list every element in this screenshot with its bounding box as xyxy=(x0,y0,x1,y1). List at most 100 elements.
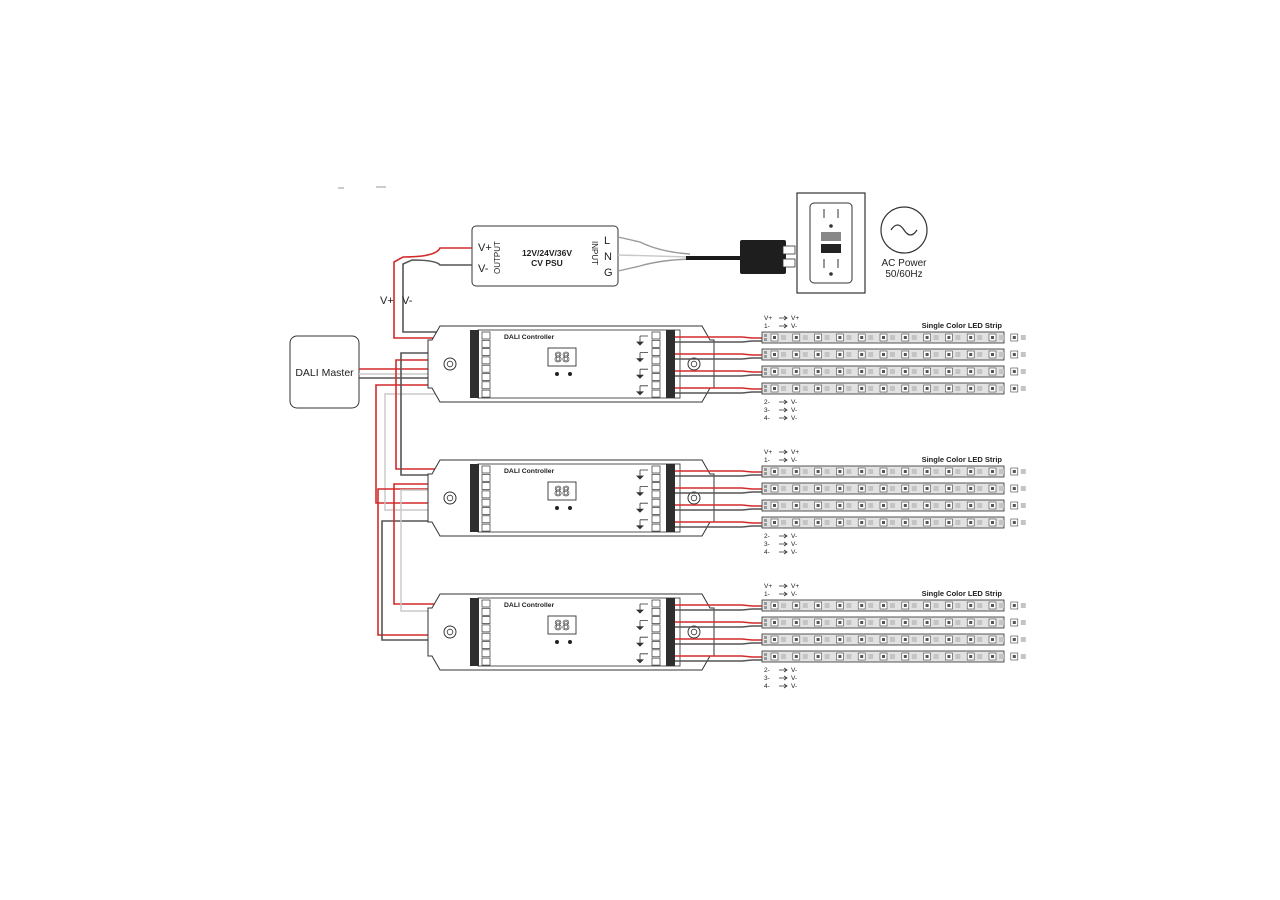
terminal-block-left xyxy=(470,464,479,532)
strip-positive-wire xyxy=(675,353,762,356)
arrow-right-icon xyxy=(779,323,788,329)
bus-wire xyxy=(377,488,470,636)
input-terminal xyxy=(481,331,491,340)
strip-positive-wire xyxy=(675,655,762,658)
legend-from: V+ xyxy=(764,315,772,322)
control-button[interactable] xyxy=(568,640,572,644)
arrow-right-icon xyxy=(779,583,788,589)
strip-positive-wire xyxy=(675,621,762,624)
output-terminal xyxy=(651,624,661,633)
control-button[interactable] xyxy=(555,640,559,644)
psu-input-label: INPUT xyxy=(590,241,599,265)
strip-negative-wire xyxy=(675,374,762,377)
legend-to: V- xyxy=(791,667,797,674)
psu-in-l: L xyxy=(604,235,610,247)
strip-negative-wire xyxy=(675,340,762,343)
input-terminal xyxy=(481,498,491,507)
controller-title: DALI Controller xyxy=(504,468,555,475)
strip-positive-wire xyxy=(675,638,762,641)
input-terminal xyxy=(481,649,491,658)
arrow-right-icon xyxy=(779,541,788,547)
input-terminal xyxy=(481,641,491,649)
legend-from: 4- xyxy=(764,683,770,690)
arrow-right-icon xyxy=(779,549,788,555)
input-terminal xyxy=(481,624,491,633)
led-strip-group: Single Color LED StripV+V+1-V-2-V-3-V-4-… xyxy=(761,583,1026,690)
controller-title: DALI Controller xyxy=(504,602,555,609)
legend-to: V- xyxy=(791,415,797,422)
psu-title-line2: CV PSU xyxy=(531,258,563,268)
legend-from: 2- xyxy=(764,667,770,674)
strip-negative-wire xyxy=(675,491,762,494)
strip-negative-wire xyxy=(675,642,762,645)
ac-power-line2: 50/60Hz xyxy=(885,269,922,280)
control-button[interactable] xyxy=(555,506,559,510)
output-terminal xyxy=(651,649,661,658)
arrow-right-icon xyxy=(779,667,788,673)
psu-box xyxy=(471,225,619,287)
output-terminal xyxy=(651,657,661,666)
legend-from: 1- xyxy=(764,323,770,330)
strip-positive-wire xyxy=(675,470,762,473)
terminal-block-left xyxy=(470,330,479,398)
arrow-right-icon xyxy=(779,533,788,539)
legend-from: 3- xyxy=(764,541,770,548)
psu-out-pos: V+ xyxy=(478,242,492,254)
psu-output-label: OUTPUT xyxy=(493,241,502,274)
control-button[interactable] xyxy=(555,372,559,376)
terminal-block-right xyxy=(666,330,675,398)
output-terminal xyxy=(651,507,661,515)
legend-from: 1- xyxy=(764,591,770,598)
control-button[interactable] xyxy=(568,506,572,510)
psu-title-line1: 12V/24V/36V xyxy=(522,248,572,258)
strip-negative-wire xyxy=(675,625,762,628)
control-button[interactable] xyxy=(568,372,572,376)
psu-out-neg: V- xyxy=(478,263,489,275)
legend-to: V- xyxy=(791,549,797,556)
input-terminal xyxy=(481,389,491,398)
legend-from: V+ xyxy=(764,583,772,590)
arrow-right-icon xyxy=(779,683,788,689)
strip-positive-wire xyxy=(675,336,762,339)
arrow-right-icon xyxy=(779,457,788,463)
strip-title: Single Color LED Strip xyxy=(922,589,1003,598)
legend-to: V- xyxy=(791,541,797,548)
input-terminal xyxy=(481,490,491,499)
input-terminal xyxy=(481,515,491,524)
legend-from: 3- xyxy=(764,675,770,682)
arrow-right-icon xyxy=(779,315,788,321)
strip-positive-wire xyxy=(675,521,762,524)
led-strip-group: Single Color LED StripV+V+1-V-2-V-3-V-4-… xyxy=(761,315,1026,422)
input-terminal xyxy=(481,364,491,373)
output-terminal xyxy=(651,465,661,474)
output-terminal xyxy=(651,381,661,390)
input-terminal xyxy=(481,373,491,381)
output-terminal xyxy=(651,599,661,608)
output-terminal xyxy=(651,641,661,649)
seven-segment-display-icon xyxy=(547,481,577,501)
input-terminal xyxy=(481,381,491,390)
output-terminal xyxy=(651,356,661,365)
legend-to: V- xyxy=(791,457,797,464)
legend-from: 2- xyxy=(764,533,770,540)
strip-negative-wire xyxy=(675,659,762,662)
psu-in-n: N xyxy=(604,251,612,263)
input-terminal xyxy=(481,632,491,641)
strip-positive-wire xyxy=(675,370,762,373)
legend-from: 2- xyxy=(764,399,770,406)
psu-input-wires xyxy=(617,236,740,272)
input-terminal xyxy=(481,523,491,532)
controller-panel xyxy=(477,597,681,667)
arrow-right-icon xyxy=(779,675,788,681)
strip-negative-wire xyxy=(675,474,762,477)
output-terminal xyxy=(651,523,661,532)
psu-wire-label-neg: V- xyxy=(402,295,413,307)
strip-title: Single Color LED Strip xyxy=(922,321,1003,330)
bus-wire xyxy=(384,393,470,511)
strip-positive-wire xyxy=(675,487,762,490)
legend-from: 4- xyxy=(764,549,770,556)
